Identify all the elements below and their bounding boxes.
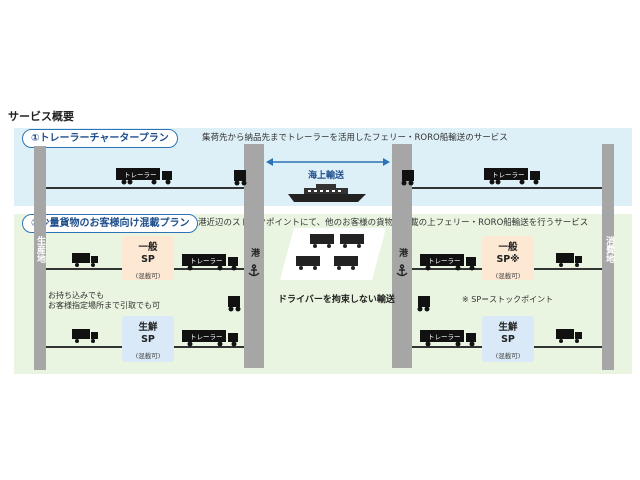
sp-code: SP [501,334,515,345]
trailer-text: トレーラー [190,333,223,341]
destination-label: 消費地 [604,236,614,263]
route-line [46,187,244,189]
sp-general-left: 一般 SP (混載可) [122,236,174,280]
sp-sub: (混載可) [135,352,161,360]
plan1-description: 集荷先から納品先までトレーラーを活用したフェリー・RORO船輸送のサービス [202,133,508,143]
sp-code: SP [141,334,155,345]
sp-sub: (混載可) [495,352,521,360]
plan1-label: ①トレーラーチャータープラン [22,129,178,148]
container-icon [296,234,364,270]
driver-free-label: ドライバーを拘束しない輸送 [278,295,395,305]
trailer-truck-icon: トレーラー [182,330,238,347]
sp-sub: (混載可) [495,272,521,280]
origin-label: 生産地 [35,236,45,263]
trailer-text: トレーラー [428,257,461,265]
sea-transport-label: 海上輸送 [308,171,345,181]
truck-icon [72,253,98,267]
sp-code: SP※ [496,254,520,265]
route-line [412,187,602,189]
carry-in-note-1: お持ち込みでも [48,291,104,300]
tractor-icon [401,170,414,186]
page-title: サービス概要 [8,110,74,123]
trailer-text: トレーラー [190,257,223,265]
sp-name: 生鮮 [498,322,518,333]
tractor-icon [417,296,430,312]
trailer-truck-icon: トレーラー [420,254,476,271]
anchor-icon [396,264,408,277]
sp-fresh-left: 生鮮 SP (混載可) [122,316,174,362]
sp-fresh-right: 生鮮 SP (混載可) [482,316,534,362]
anchor-icon [248,264,260,277]
sp-name: 一般 [138,242,158,253]
destination-column [602,144,614,370]
sp-code: SP [141,254,155,265]
port-left-label: 港 [249,248,259,257]
trailer-text: トレーラー [492,171,525,179]
sp-name: 生鮮 [138,322,158,333]
tractor-icon [234,170,247,186]
truck-icon [72,329,98,343]
plan2-label: ②少量貨物のお客様向け混載プラン [22,214,199,233]
carry-in-note-2: お客様指定場所まで引取でも可 [48,301,160,310]
sea-arrow [266,158,390,166]
ferry-icon [288,184,366,202]
port-left-column [244,144,264,368]
trailer-truck-icon: トレーラー [182,254,238,271]
trailer-text: トレーラー [428,333,461,341]
truck-icon [556,329,582,343]
tractor-icon [228,296,241,312]
trailer-truck-icon: トレーラー [420,330,476,347]
sp-note: ※ SP＝ストックポイント [462,295,554,304]
trailer-truck-icon: トレーラー [484,168,540,185]
truck-icon [556,253,582,267]
trailer-text: トレーラー [124,171,157,179]
port-right-label: 港 [397,248,407,257]
trailer-truck-icon: トレーラー [116,168,172,185]
ferry-deck [280,228,386,280]
sp-name: 一般 [498,242,518,253]
origin-column [34,146,46,370]
sp-sub: (混載可) [135,272,161,280]
sp-general-right: 一般 SP※ (混載可) [482,236,534,280]
port-right-column [392,144,412,368]
